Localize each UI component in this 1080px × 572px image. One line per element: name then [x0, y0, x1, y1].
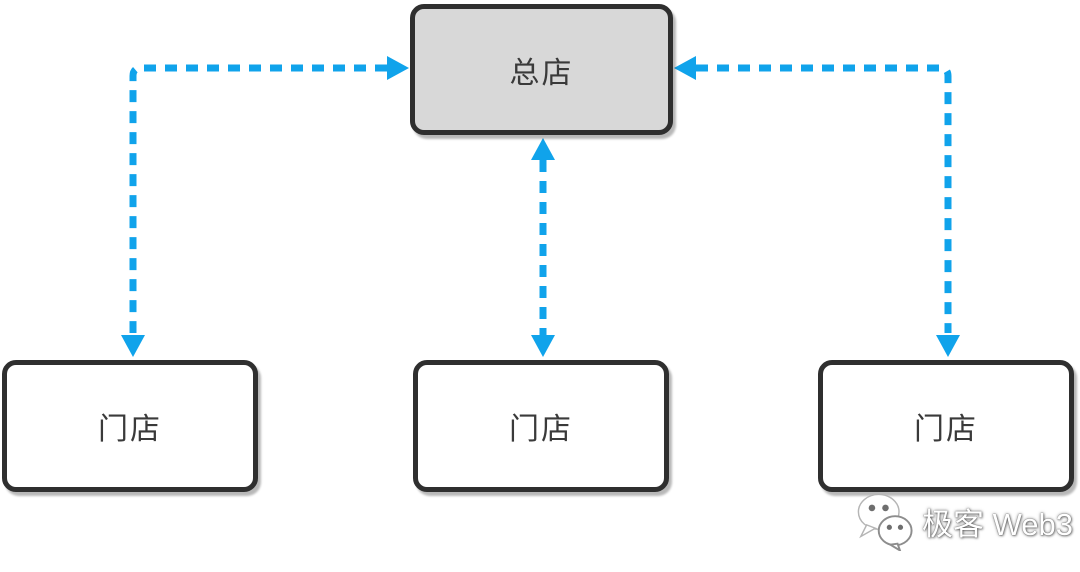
node-store-left-label: 门店: [98, 413, 162, 446]
node-store-right: 门店: [818, 360, 1074, 492]
node-store-right-label: 门店: [914, 413, 978, 446]
connector-head-middle-store: [531, 138, 555, 357]
node-store-middle: 门店: [413, 360, 669, 492]
node-head-office-label: 总店: [509, 56, 574, 90]
watermark: 极客 Web3: [856, 490, 1073, 552]
arrowhead-down-icon: [531, 335, 555, 357]
node-store-middle-label: 门店: [509, 413, 573, 446]
node-head-office: 总店: [410, 4, 673, 135]
arrowhead-right-icon: [387, 56, 409, 80]
wechat-icon: [857, 493, 913, 551]
arrowhead-left-icon: [674, 56, 696, 80]
connector-left-store-head: [121, 56, 409, 357]
node-store-left: 门店: [2, 360, 258, 492]
arrowhead-down-icon: [936, 335, 960, 357]
connector-right-store-head: [674, 56, 960, 357]
watermark-label: 极客 Web3: [922, 506, 1074, 542]
arrowhead-down-icon: [121, 335, 145, 357]
arrowhead-up-icon: [531, 138, 555, 160]
